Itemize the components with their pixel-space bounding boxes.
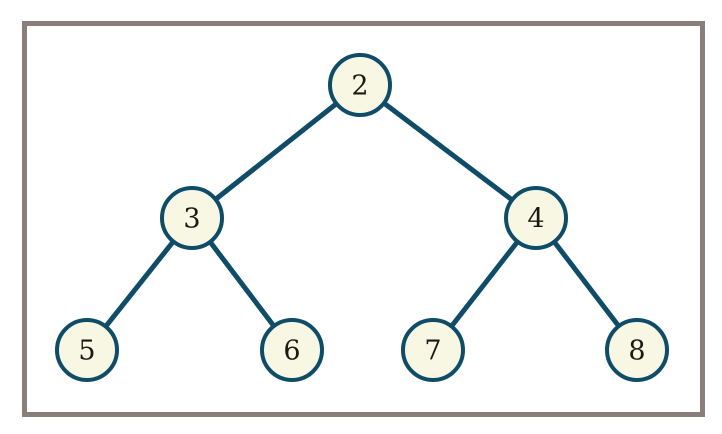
node-label-7: 7 bbox=[424, 336, 441, 367]
node-label-4: 4 bbox=[527, 204, 544, 235]
node-layer: 2 3 4 5 6 7 8 bbox=[55, 53, 669, 382]
tree-node-8[interactable]: 8 bbox=[605, 318, 669, 382]
tree-node-2[interactable]: 2 bbox=[328, 53, 392, 117]
node-circle-4 bbox=[504, 186, 568, 250]
node-circle-8 bbox=[605, 318, 669, 382]
tree-node-4[interactable]: 4 bbox=[504, 186, 568, 250]
node-label-5: 5 bbox=[78, 336, 95, 367]
node-circle-7 bbox=[401, 318, 465, 382]
tree-edge-n2-n4 bbox=[357, 82, 539, 221]
node-label-6: 6 bbox=[283, 336, 300, 367]
node-circle-2 bbox=[328, 53, 392, 117]
tree-node-5[interactable]: 5 bbox=[55, 318, 119, 382]
node-label-3: 3 bbox=[183, 204, 200, 235]
node-circle-5 bbox=[55, 318, 119, 382]
node-label-8: 8 bbox=[628, 336, 645, 367]
tree-node-3[interactable]: 3 bbox=[160, 186, 224, 250]
tree-edge-n2-n3 bbox=[189, 82, 363, 221]
node-circle-6 bbox=[260, 318, 324, 382]
tree-node-7[interactable]: 7 bbox=[401, 318, 465, 382]
node-label-2: 2 bbox=[351, 71, 368, 102]
diagram-border-frame bbox=[22, 21, 705, 417]
node-circle-3 bbox=[160, 186, 224, 250]
tree-node-6[interactable]: 6 bbox=[260, 318, 324, 382]
